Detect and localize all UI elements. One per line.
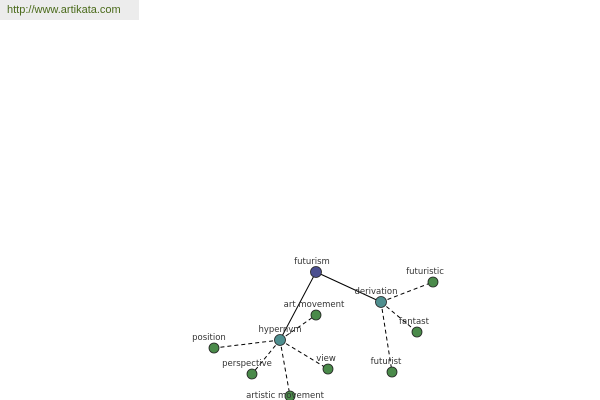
node-hypernym[interactable]	[274, 334, 286, 346]
label-futuristic[interactable]: futuristic	[406, 267, 444, 277]
node-derivation[interactable]	[375, 296, 387, 308]
node-perspective[interactable]	[246, 368, 258, 380]
node-artistic-movement[interactable]	[284, 390, 296, 400]
edge-derivation-futuristic	[380, 281, 434, 303]
nodes-layer	[208, 266, 439, 400]
node-fantast[interactable]	[411, 326, 423, 338]
node-view[interactable]	[322, 363, 334, 375]
label-futurist[interactable]: futurist	[371, 357, 402, 367]
edge-derivation-fantast	[380, 301, 418, 333]
edge-hypernym-view	[279, 339, 329, 370]
url-banner: http://www.artikata.com	[0, 0, 139, 20]
edge-hypernym-perspective	[251, 339, 281, 375]
node-futurism[interactable]	[310, 266, 322, 278]
label-fantast[interactable]: fantast	[399, 317, 430, 327]
edge-hypernym-art_movement	[279, 314, 317, 341]
node-futurist[interactable]	[386, 366, 398, 378]
label-artistic-movement[interactable]: artistic movement	[246, 391, 325, 400]
node-position[interactable]	[208, 342, 220, 354]
node-art-movement[interactable]	[310, 309, 322, 321]
edges-layer	[213, 271, 434, 397]
edge-hypernym-artistic_movement	[279, 339, 291, 397]
label-view[interactable]: view	[316, 354, 336, 364]
label-futurism[interactable]: futurism	[294, 257, 330, 267]
labels-layer: futurism derivation hypernym futuristic fant…	[192, 257, 444, 400]
site-url-link[interactable]: http://www.artikata.com	[7, 4, 121, 16]
edge-futurism-derivation	[315, 271, 382, 303]
label-hypernym[interactable]: hypernym	[258, 325, 301, 335]
label-position[interactable]: position	[192, 333, 226, 343]
edge-futurism-hypernym	[279, 271, 317, 341]
node-futuristic[interactable]	[427, 276, 439, 288]
label-art-movement[interactable]: art movement	[284, 300, 345, 310]
label-perspective[interactable]: perspective	[222, 359, 272, 369]
label-derivation[interactable]: derivation	[354, 287, 397, 297]
edge-derivation-futurist	[380, 301, 393, 373]
